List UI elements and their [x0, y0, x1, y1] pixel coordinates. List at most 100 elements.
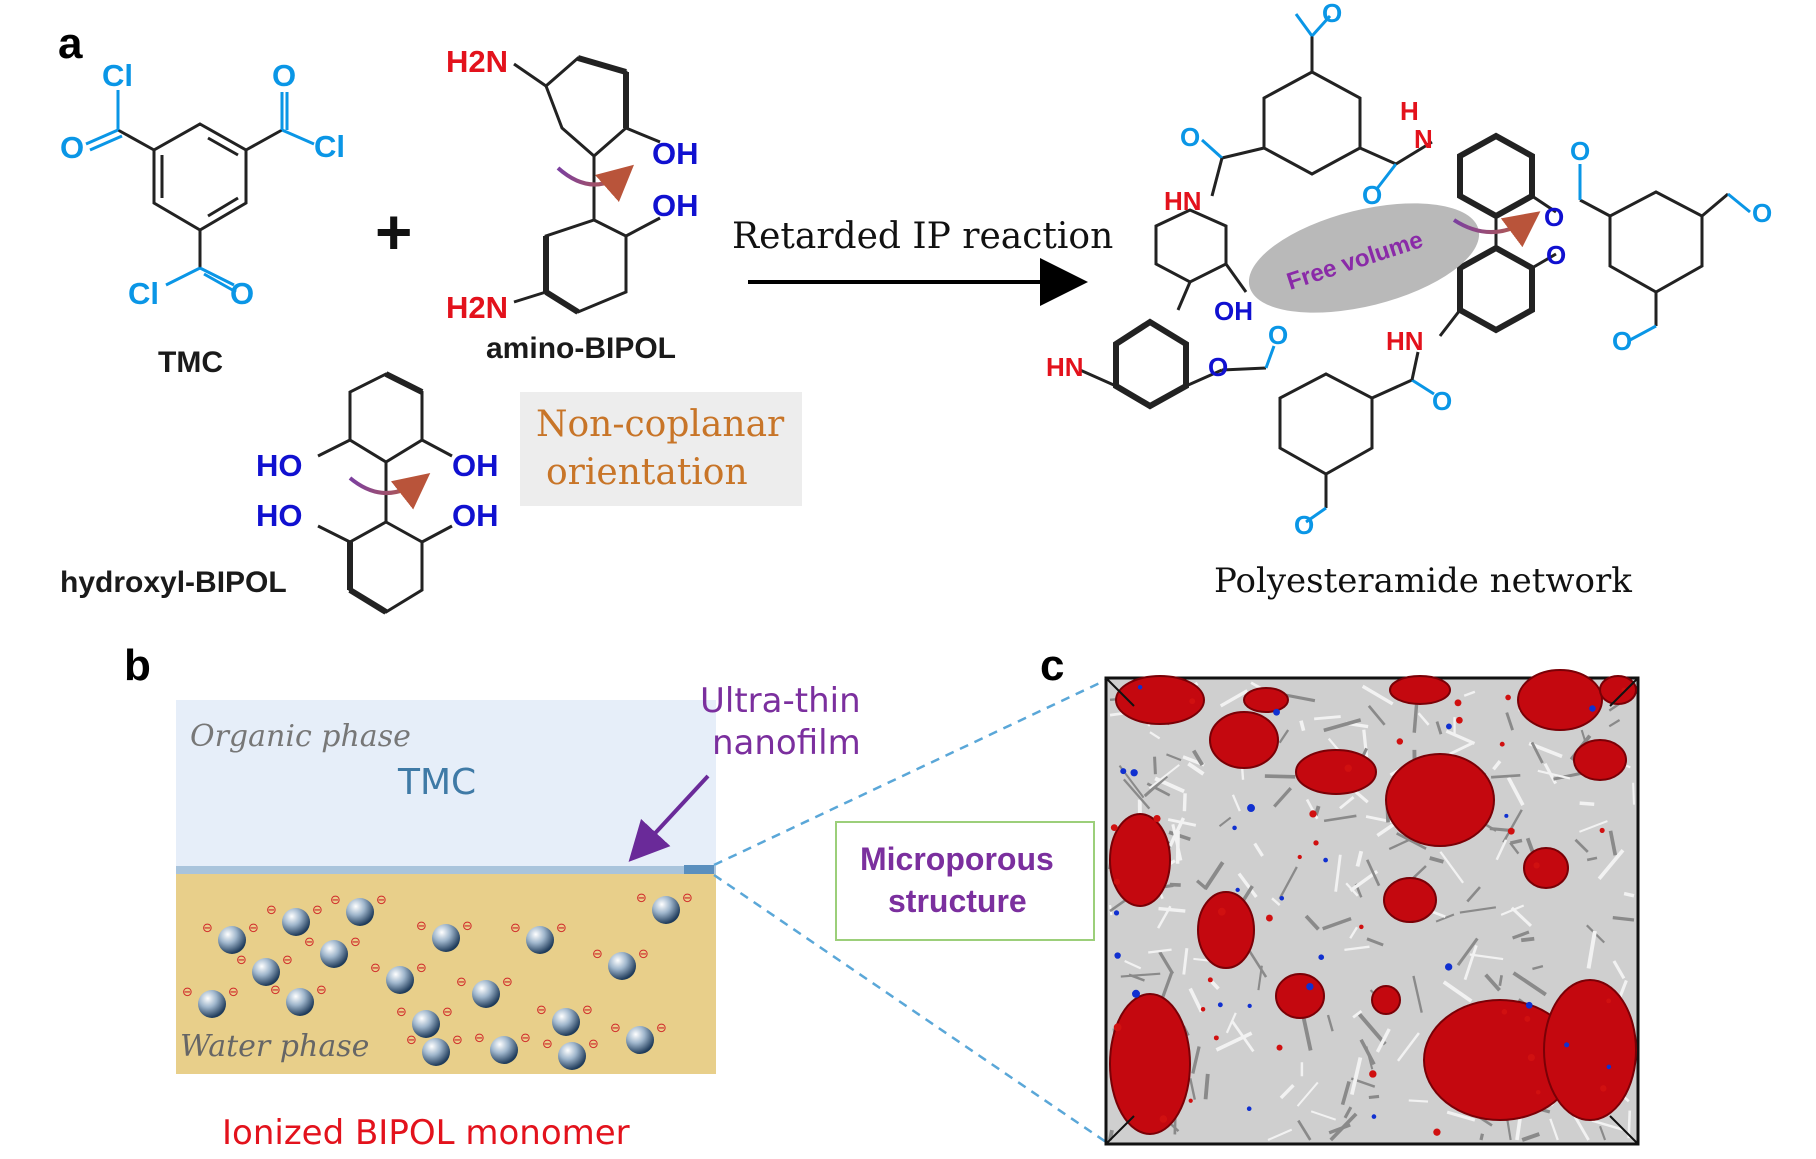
- simulation-box: [1104, 669, 1640, 1146]
- ion-charge: ⊖: [442, 1005, 453, 1020]
- ion-sphere: [282, 908, 310, 936]
- net-o-3: O: [1362, 180, 1382, 210]
- ion-charge: ⊖: [312, 903, 323, 918]
- ion-sphere: [652, 896, 680, 924]
- amino-h2n-bottom: H2N: [446, 290, 508, 325]
- polyesteramide-network: Free volume O O O H N HN OH HN O O HN O …: [1046, 0, 1772, 601]
- tmc-cl-3: Cl: [128, 276, 159, 311]
- non-coplanar-callout: Non-coplanar orientation: [520, 392, 802, 506]
- organic-phase-region: [176, 700, 716, 866]
- amino-oh-1: OH: [652, 136, 699, 171]
- net-hn-3: HN: [1386, 326, 1424, 356]
- net-o-12: O: [1612, 326, 1632, 356]
- amino-h2n-top: H2N: [446, 44, 508, 79]
- ion-charge: ⊖: [638, 947, 649, 962]
- tmc-cl-1: Cl: [102, 58, 133, 93]
- net-o-4: O: [1208, 352, 1228, 382]
- ion-sphere: [558, 1042, 586, 1070]
- ion-charge: ⊖: [610, 1021, 621, 1036]
- hydroxyl-ho-1: HO: [256, 448, 303, 483]
- ion-charge: ⊖: [416, 919, 427, 934]
- nanofilm-segment: [684, 865, 714, 875]
- tmc-phase-label: TMC: [397, 762, 476, 803]
- plus-sign: +: [375, 196, 412, 268]
- hydroxyl-bipol-name: hydroxyl-BIPOL: [60, 566, 287, 599]
- non-coplanar-line2: orientation: [546, 452, 748, 493]
- ion-charge: ⊖: [370, 961, 381, 976]
- net-n: N: [1414, 124, 1433, 154]
- amino-oh-2: OH: [652, 188, 699, 223]
- amino-bipol-molecule: H2N H2N OH OH amino-BIPOL: [446, 44, 699, 365]
- ion-sphere: [252, 958, 280, 986]
- net-o-11: O: [1752, 198, 1772, 228]
- ion-sphere: [432, 924, 460, 952]
- tmc-o-1: O: [60, 130, 84, 165]
- ion-sphere: [552, 1008, 580, 1036]
- ion-sphere: [626, 1026, 654, 1054]
- net-oh: OH: [1214, 296, 1253, 326]
- ion-charge: ⊖: [456, 975, 467, 990]
- ion-sphere: [412, 1010, 440, 1038]
- ion-sphere: [608, 952, 636, 980]
- nanofilm-pointer: [628, 774, 710, 862]
- hydroxyl-oh-1: OH: [452, 448, 499, 483]
- tmc-o-3: O: [230, 276, 254, 311]
- ion-charge: ⊖: [656, 1021, 667, 1036]
- nanofilm-layer: [176, 866, 716, 874]
- ion-charge: ⊖: [236, 953, 247, 968]
- net-o-2: O: [1180, 122, 1200, 152]
- non-coplanar-line1: Non-coplanar: [536, 404, 785, 445]
- tmc-name: TMC: [158, 346, 223, 379]
- net-h: H: [1400, 96, 1419, 126]
- ion-charge: ⊖: [350, 935, 361, 950]
- microporous-line2: structure: [888, 883, 1027, 919]
- ion-particles: ⊖⊖⊖⊖⊖⊖⊖⊖⊖⊖⊖⊖⊖⊖⊖⊖⊖⊖⊖⊖⊖⊖⊖⊖⊖⊖⊖⊖⊖⊖⊖⊖⊖⊖⊖⊖⊖⊖: [182, 891, 693, 1070]
- panel-b-label: b: [124, 641, 151, 690]
- net-hn-2: HN: [1046, 352, 1084, 382]
- ion-charge: ⊖: [536, 1003, 547, 1018]
- ion-charge: ⊖: [416, 961, 427, 976]
- ion-charge: ⊖: [474, 1031, 485, 1046]
- tmc-molecule: Cl O O Cl Cl O TMC: [60, 58, 345, 379]
- ion-charge: ⊖: [304, 935, 315, 950]
- hydroxyl-oh-2: OH: [452, 498, 499, 533]
- zoom-line-top: [713, 678, 1107, 867]
- ion-charge: ⊖: [682, 891, 693, 906]
- reaction-arrow: Retarded IP reaction: [732, 216, 1113, 306]
- microporous-box: [835, 821, 1095, 941]
- net-o-7: O: [1294, 510, 1314, 540]
- ion-sphere: [422, 1038, 450, 1066]
- ion-charge: ⊖: [396, 1005, 407, 1020]
- net-o-9: O: [1546, 240, 1566, 270]
- net-o-8: O: [1544, 202, 1564, 232]
- ion-charge: ⊖: [330, 893, 341, 908]
- ion-charge: ⊖: [592, 947, 603, 962]
- hydroxyl-bipol-molecule: HO OH HO OH hydroxyl-BIPOL: [60, 371, 499, 615]
- tmc-o-2: O: [272, 58, 296, 93]
- ion-charge: ⊖: [462, 919, 473, 934]
- ion-charge: ⊖: [520, 1031, 531, 1046]
- panel-c-label: c: [1040, 641, 1064, 690]
- ion-charge: ⊖: [282, 953, 293, 968]
- simulation-texture: [1108, 669, 1637, 1142]
- ion-charge: ⊖: [182, 985, 193, 1000]
- interface-diagram: Organic phase TMC Water phase ⊖⊖⊖⊖⊖⊖⊖⊖⊖⊖…: [176, 681, 861, 1153]
- free-volume-ellipse: [1248, 203, 1480, 313]
- ion-sphere: [386, 966, 414, 994]
- net-o-1: O: [1322, 0, 1342, 28]
- ion-charge: ⊖: [588, 1037, 599, 1052]
- hydroxyl-ho-2: HO: [256, 498, 303, 533]
- ion-sphere: [320, 940, 348, 968]
- ion-sphere: [490, 1036, 518, 1064]
- panel-a-label: a: [58, 19, 83, 68]
- ion-charge: ⊖: [406, 1033, 417, 1048]
- water-phase-label: Water phase: [180, 1029, 369, 1064]
- ion-sphere: [286, 988, 314, 1016]
- ion-sphere: [198, 990, 226, 1018]
- net-o-6: O: [1432, 386, 1452, 416]
- organic-phase-label: Organic phase: [190, 719, 411, 754]
- ion-charge: ⊖: [270, 983, 281, 998]
- ion-charge: ⊖: [510, 921, 521, 936]
- ion-charge: ⊖: [248, 921, 259, 936]
